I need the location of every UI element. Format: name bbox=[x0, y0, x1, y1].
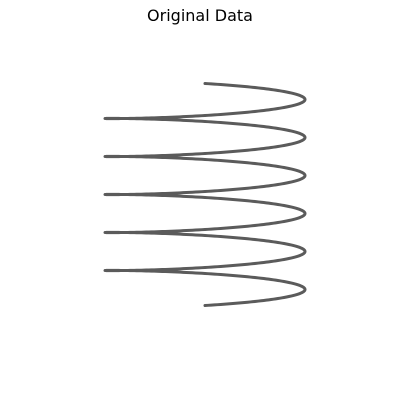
helix-line bbox=[103, 82, 307, 307]
helix-series bbox=[103, 82, 307, 307]
chart-title: Original Data bbox=[147, 6, 253, 25]
